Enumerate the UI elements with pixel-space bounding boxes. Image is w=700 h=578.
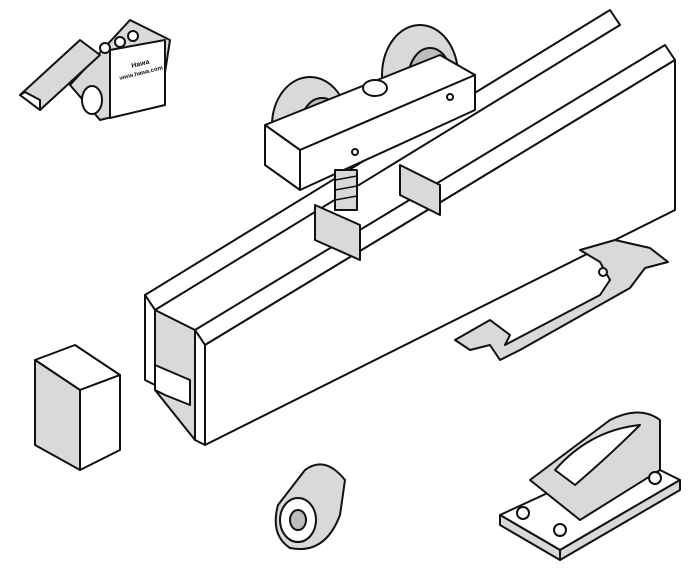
clip-label-brand: Hawa (131, 59, 151, 70)
end-cap (34, 344, 121, 471)
track-profile (144, 9, 676, 446)
rubber-stop (274, 463, 346, 550)
floor-guide (499, 411, 681, 561)
wrench (454, 239, 669, 361)
trolley-clip: Hawa www.hawa.com (19, 19, 171, 121)
roller-carriage (264, 24, 476, 211)
